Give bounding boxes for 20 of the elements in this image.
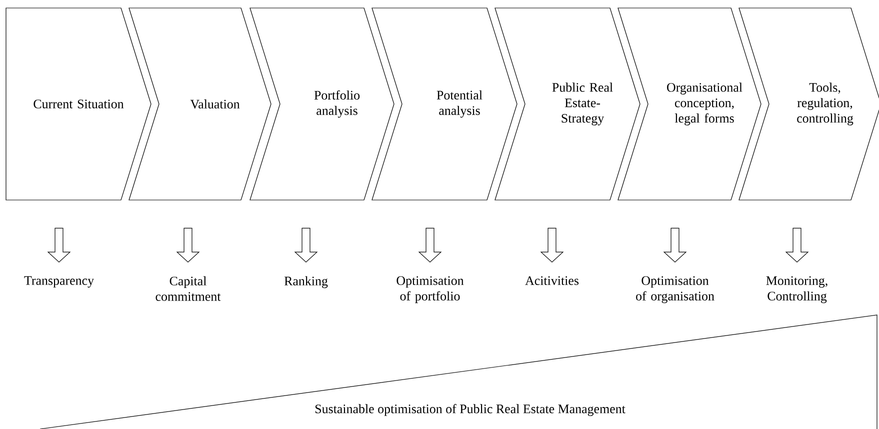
hollow-arrow — [418, 228, 442, 262]
hollow-arrow — [294, 228, 318, 262]
hollow-arrow — [663, 228, 687, 262]
result-text: Optimisation of organisation — [636, 276, 714, 304]
result-text: Capital commitment — [156, 276, 221, 301]
chevron-box: Organisational conception, legal forms — [618, 8, 762, 200]
chevron-box: Portfolio analysis — [250, 8, 394, 200]
hollow-arrow — [47, 228, 71, 262]
result-text: Acitivities — [525, 276, 579, 285]
result-text: Transparency — [24, 276, 94, 288]
chevron-box: Public Real Estate-Strategy — [494, 8, 640, 200]
result-text: Ranking — [284, 276, 328, 288]
hollow-arrow — [176, 228, 200, 262]
chevron-box: Valuation — [128, 8, 272, 200]
result-text: Optimisation of portfolio — [396, 276, 464, 304]
hollow-arrow — [540, 228, 564, 262]
result-text: Monitoring, Controlling — [766, 276, 828, 304]
chevron-box: Current Situation — [6, 8, 152, 200]
hollow-arrow — [785, 228, 809, 262]
chevron-box: Potential analysis — [372, 8, 518, 200]
